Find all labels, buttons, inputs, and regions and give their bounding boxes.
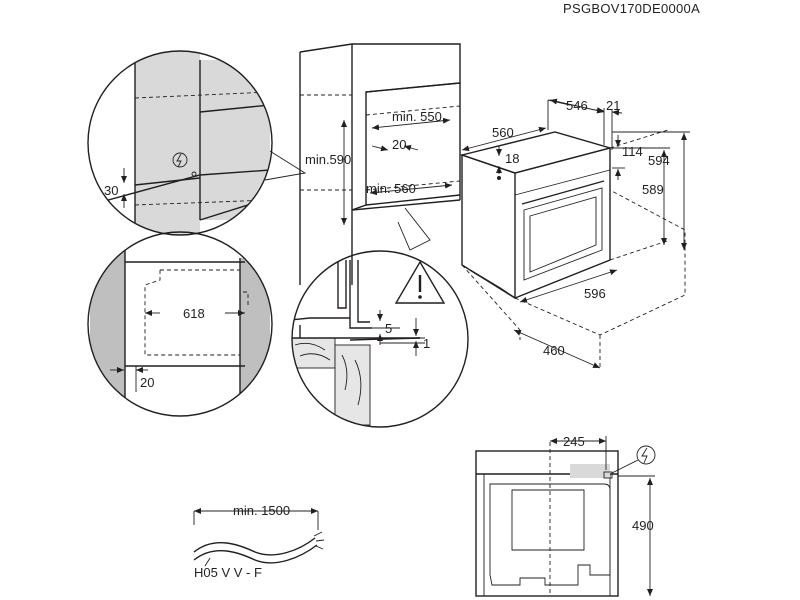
detail-circle-middle: 618 20 bbox=[87, 231, 273, 417]
min1500-label: min. 1500 bbox=[233, 503, 290, 518]
detail-circle-top: 30 bbox=[87, 50, 273, 236]
d546-label: 546 bbox=[566, 98, 588, 113]
detail-circle-mounting: 5 1 bbox=[291, 250, 469, 428]
d596-label: 596 bbox=[584, 286, 606, 301]
oven-rear-view: 245 490 bbox=[475, 434, 656, 597]
electric-plug-icon-rear bbox=[636, 445, 656, 465]
min550-label: min. 550 bbox=[392, 109, 442, 124]
d30-label: 30 bbox=[104, 183, 118, 198]
d1-label: 1 bbox=[423, 336, 430, 351]
d18-label: 18 bbox=[505, 151, 519, 166]
d5-label: 5 bbox=[385, 321, 392, 336]
d21-label: 21 bbox=[606, 98, 620, 113]
d560-top-label: 560 bbox=[492, 125, 514, 140]
oven-dimensions: 546 21 560 18 114 594 589 596 460 bbox=[461, 98, 690, 369]
d114-label: 114 bbox=[622, 144, 643, 159]
cable-type-label: H05 V V - F bbox=[194, 565, 262, 580]
document-code: PSGBOV170DE0000A bbox=[563, 1, 700, 16]
callout-leaders bbox=[264, 147, 431, 251]
min560-label: min. 560 bbox=[366, 181, 416, 196]
cabinet-drawing: min. 550 20 min.590 min. 560 bbox=[299, 43, 461, 285]
d20-bot-label: 20 bbox=[140, 375, 154, 390]
d245-label: 245 bbox=[563, 434, 585, 449]
electric-plug-icon bbox=[172, 152, 188, 168]
min590-label: min.590 bbox=[305, 152, 351, 167]
d594-label: 594 bbox=[648, 153, 670, 168]
d20-cab-label: 20 bbox=[392, 137, 406, 152]
warning-triangle-icon bbox=[394, 260, 446, 304]
d490-label: 490 bbox=[632, 518, 654, 533]
d460-label: 460 bbox=[543, 343, 565, 358]
power-cable: min. 1500 H05 V V - F bbox=[193, 503, 325, 580]
d618-label: 618 bbox=[183, 306, 205, 321]
d589-label: 589 bbox=[642, 182, 664, 197]
